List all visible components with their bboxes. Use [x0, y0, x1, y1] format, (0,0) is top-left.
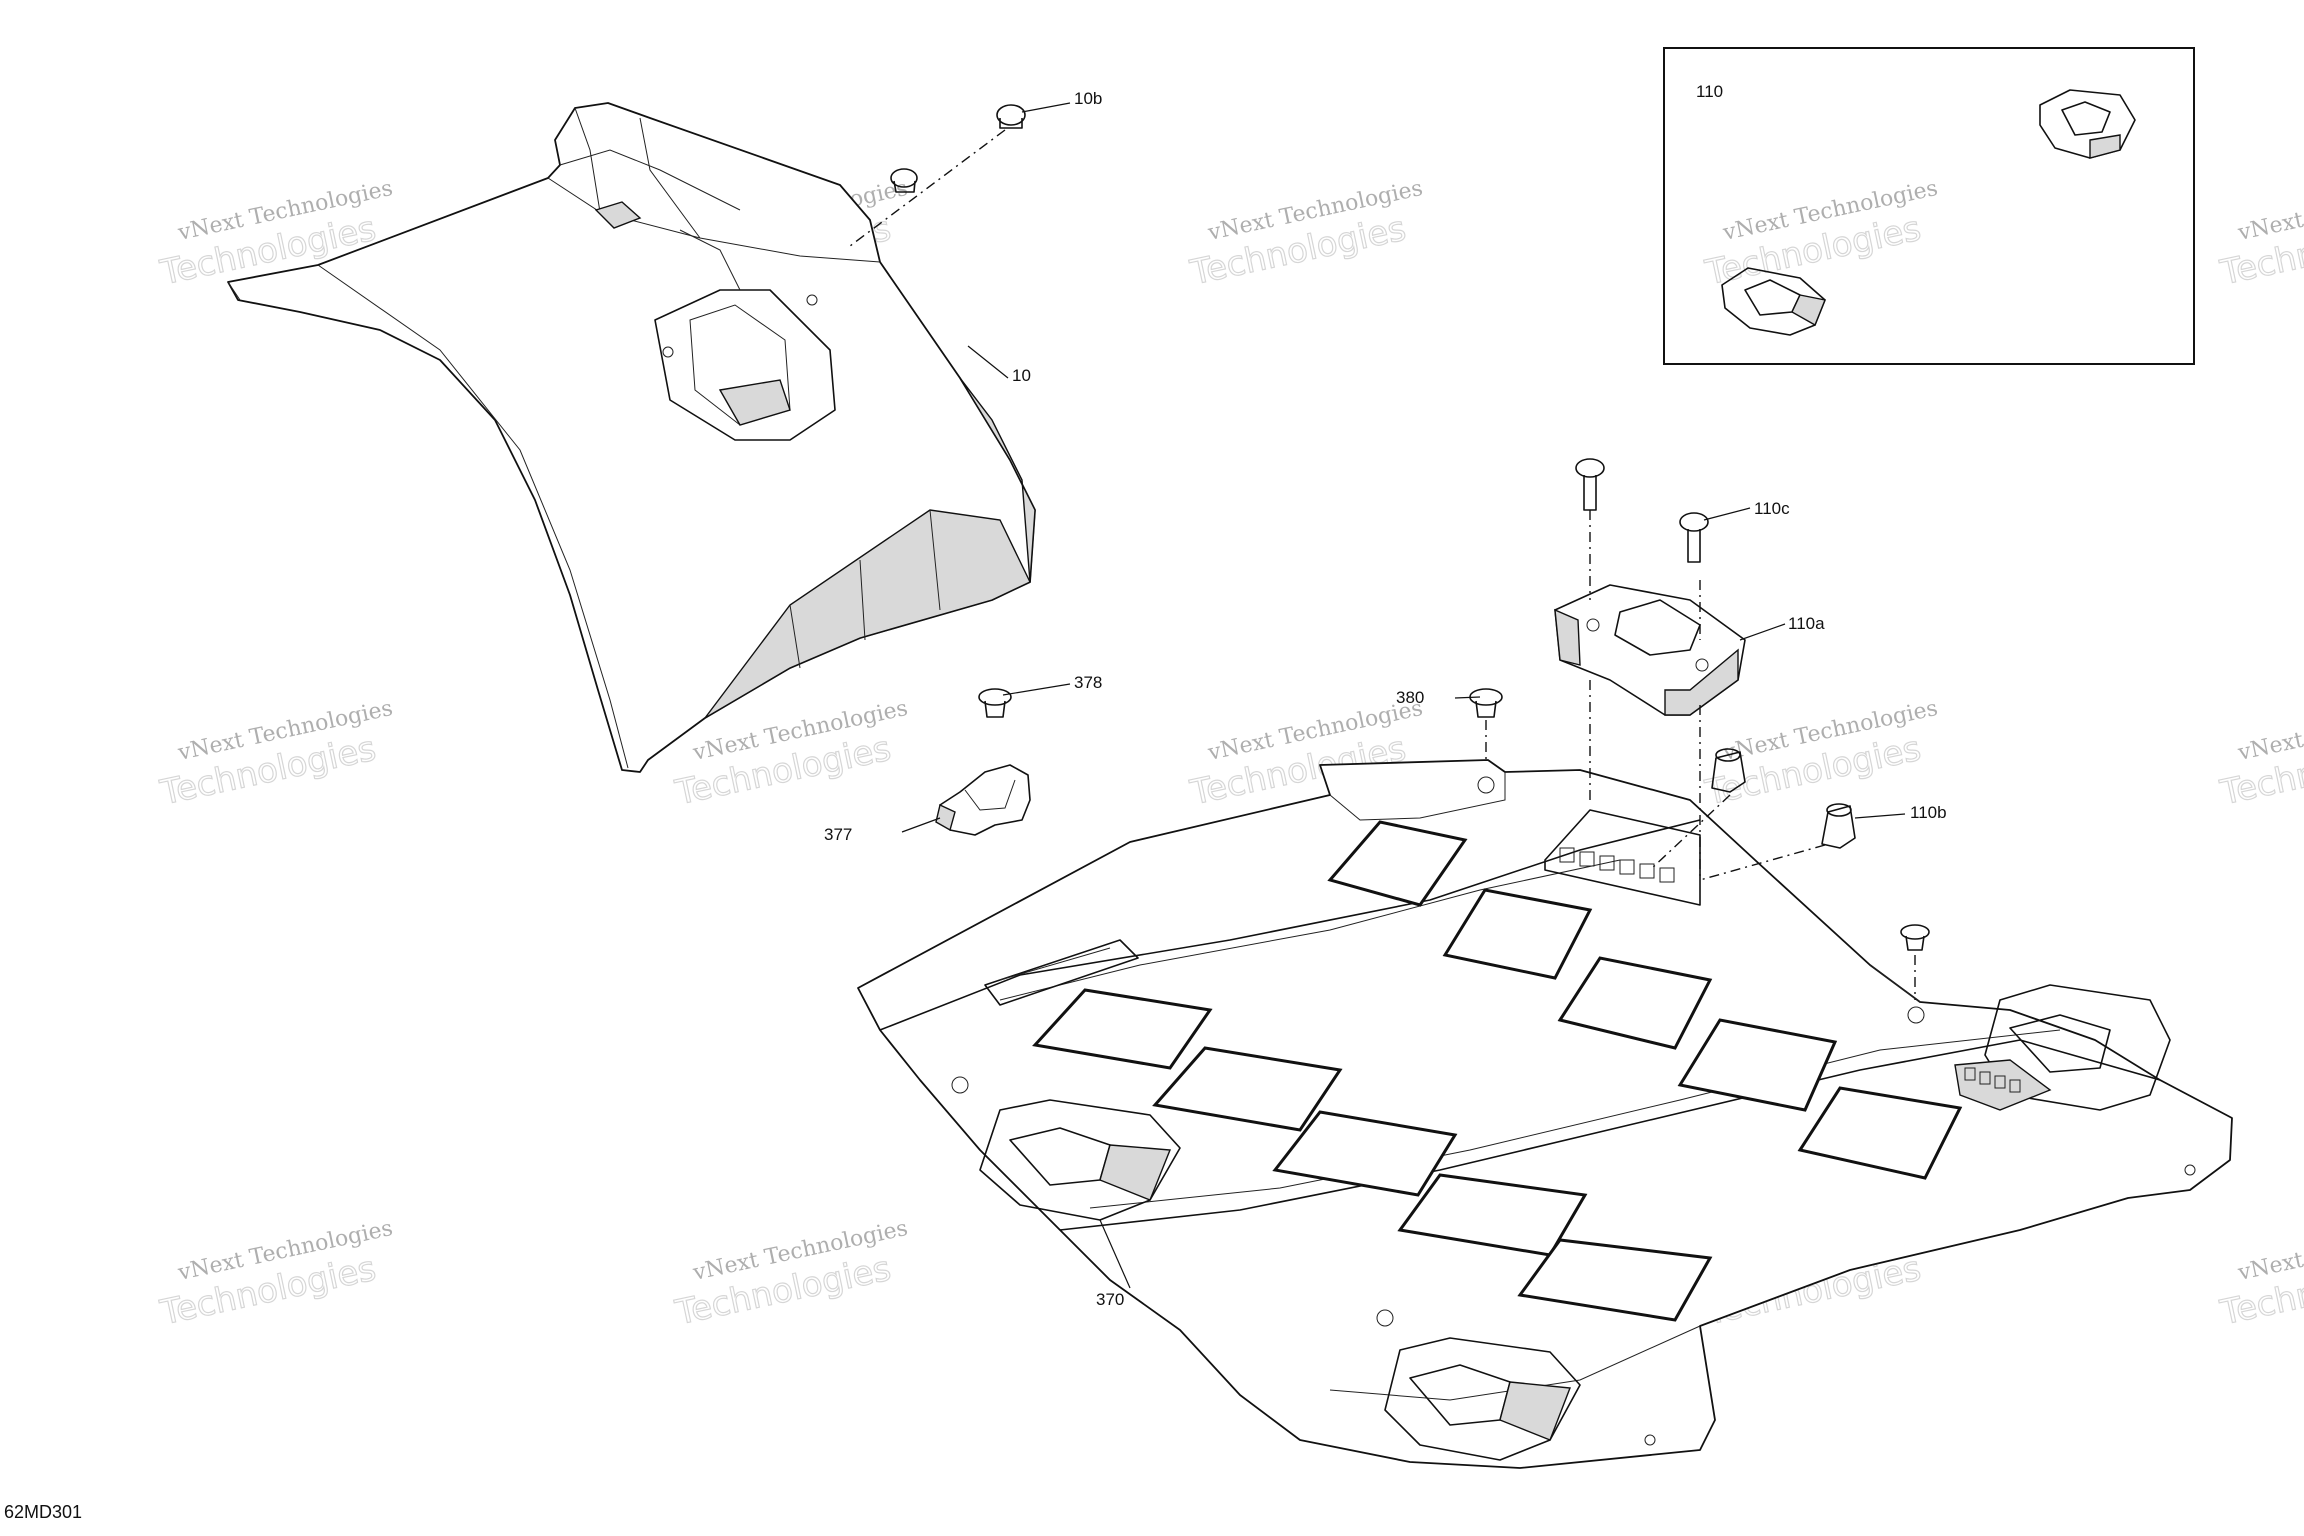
- callout-10b: 10b: [1074, 89, 1102, 108]
- skid-plate-window-grid: [1032, 820, 1963, 1322]
- part-110b-nut: [1649, 748, 1856, 881]
- watermark-text: vNext Technologies: [2235, 1216, 2304, 1286]
- callout-380: 380: [1396, 688, 1424, 707]
- watermark: vNext Technologies Technologies: [2216, 1216, 2304, 1334]
- watermark: vNext Technologies Technologies: [156, 1216, 395, 1334]
- part-370-skid-plate: [857, 759, 2233, 1469]
- kit-110-handle-top: [2039, 89, 2136, 159]
- tie-down-handle: [979, 1099, 1181, 1221]
- part-110c-screw: [1575, 458, 1709, 563]
- callout-110a: 110a: [1788, 614, 1825, 633]
- tie-down-handle: [1954, 984, 2171, 1111]
- kit-110-inset-frame: [1663, 47, 2195, 365]
- callout-110c: 110c: [1754, 499, 1790, 518]
- watermark-text: vNext Technologies: [2235, 696, 2304, 766]
- callout-378: 378: [1074, 673, 1102, 692]
- callout-10: 10: [1012, 366, 1031, 385]
- watermark: vNext Technologies Technologies: [156, 696, 395, 814]
- part-10-front-cover: [227, 102, 1036, 773]
- callout-377: 377: [824, 825, 852, 844]
- watermark: vNext Technologies Technologies: [671, 1216, 910, 1334]
- watermark: vNext Technologies Technologies: [2216, 176, 2304, 294]
- clip-377: [935, 764, 1031, 836]
- callout-110: 110: [1696, 82, 1723, 101]
- tie-down-handle: [1384, 1337, 1581, 1461]
- leader-lines: [901, 102, 1906, 1289]
- callout-370: 370: [1096, 1290, 1124, 1309]
- part-110a-bracket: [1554, 510, 1746, 880]
- watermark: vNext Technologies Technologies: [1701, 176, 1940, 294]
- pin-380: [1469, 688, 1503, 770]
- callout-110b: 110b: [1910, 803, 1947, 822]
- pin-right: [1900, 924, 1930, 1000]
- watermark: vNext Technologies Technologies: [2216, 696, 2304, 814]
- document-code: 62MD301: [4, 1502, 82, 1522]
- kit-110-handle-bottom: [1721, 267, 1826, 336]
- pin-378: [978, 688, 1012, 718]
- watermark-text: vNext Technologies: [2235, 176, 2304, 246]
- watermark: vNext Technologies Technologies: [1701, 696, 1940, 814]
- watermark: vNext Technologies Technologies: [1186, 176, 1425, 294]
- fastener-10b: [849, 104, 1026, 247]
